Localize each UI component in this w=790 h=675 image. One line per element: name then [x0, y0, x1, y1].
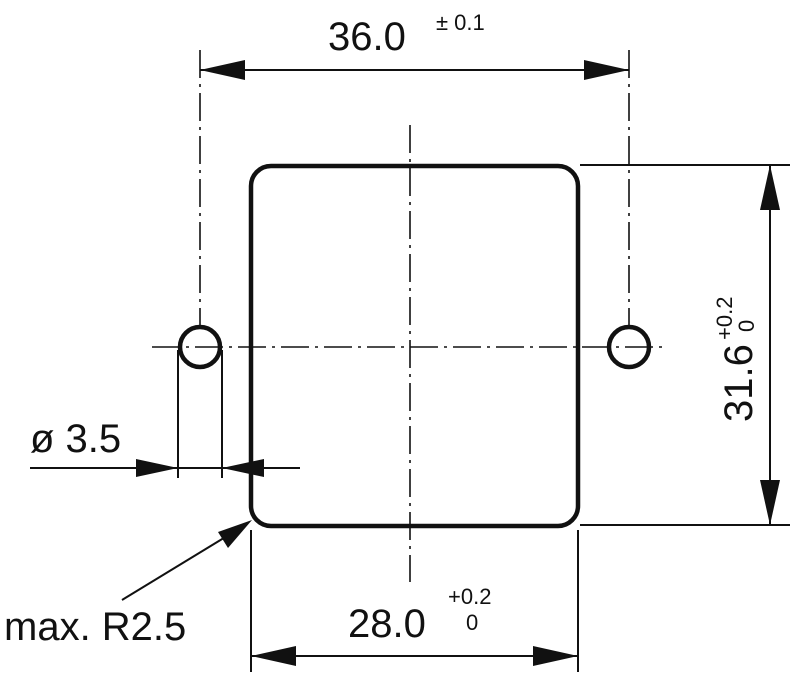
bottom-width-value: 28.0 [348, 602, 426, 646]
height-tol-upper: +0.2 [712, 297, 737, 340]
height-tol-lower: 0 [734, 320, 759, 332]
radius-label: max. R2.5 [4, 605, 186, 649]
left-mounting-hole [177, 324, 223, 370]
bottom-tol-upper: +0.2 [448, 584, 491, 609]
width-value: 36.0 [328, 15, 406, 59]
hole-diameter-dimension: ø 3.5 [30, 350, 300, 478]
radius-leader: max. R2.5 [4, 520, 252, 649]
cutout-outline [248, 163, 581, 529]
bottom-width-dimension: 28.0 +0.2 0 [250, 530, 579, 672]
height-dimension: 31.6 +0.2 0 [580, 164, 790, 526]
bottom-tol-lower: 0 [466, 610, 478, 635]
width-tolerance: ± 0.1 [436, 10, 485, 35]
width-dimension: 36.0 ± 0.1 [200, 10, 629, 80]
hole-diameter-label: ø 3.5 [30, 417, 121, 461]
right-mounting-hole [606, 324, 652, 370]
height-value: 31.6 [717, 344, 761, 422]
